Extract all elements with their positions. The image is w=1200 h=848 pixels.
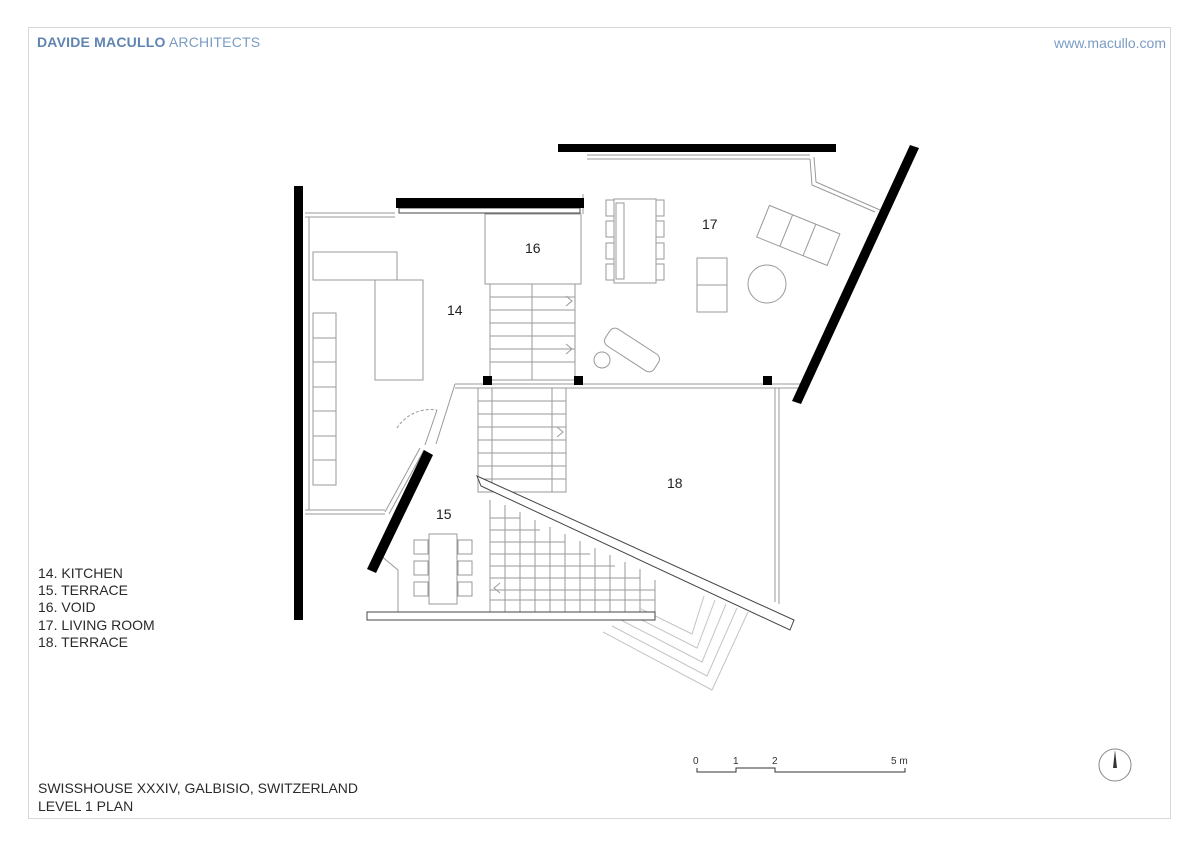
drawing-frame — [28, 27, 1171, 819]
scale-tick-2: 2 — [772, 756, 778, 767]
website-link[interactable]: www.macullo.com — [1053, 35, 1166, 51]
legend-item: 14. KITCHEN — [38, 565, 123, 581]
drawing-title: LEVEL 1 PLAN — [38, 797, 134, 814]
legend-item: 17. LIVING ROOM — [38, 616, 155, 633]
room-legend: 14. KITCHEN 15. TERRACE 16. VOID 17. LIV… — [38, 565, 155, 651]
scale-bar: 0 1 2 5 m — [693, 756, 908, 773]
diagonal-parapet — [476, 475, 795, 631]
drawing-caption: SWISSHOUSE XXXIV, GALBISIO, SWITZERLAND … — [38, 780, 358, 815]
room-label-14: 14 — [447, 302, 463, 318]
scale-tick-1: 1 — [733, 756, 739, 767]
firm-logo: DAVIDE MACULLO ARCHITECTS — [37, 34, 260, 50]
scale-tick-5: 5 m — [891, 756, 908, 767]
project-title: SWISSHOUSE XXXIV, GALBISIO, SWITZERLAND — [38, 780, 359, 796]
firm-name-light: ARCHITECTS — [168, 34, 261, 50]
thin-lines — [305, 154, 881, 613]
structural-walls — [294, 144, 919, 620]
room-label-16: 16 — [525, 240, 541, 256]
north-arrow-icon — [1098, 748, 1132, 782]
scale-tick-0: 0 — [693, 756, 699, 767]
north-parapets — [398, 207, 581, 214]
room-label-15: 15 — [436, 506, 452, 522]
legend-item: 15. TERRACE — [38, 582, 128, 599]
room-label-18: 18 — [667, 475, 683, 491]
room-label-17: 17 — [702, 216, 718, 232]
firm-name-bold: DAVIDE MACULLO — [37, 34, 166, 50]
landscape-steps — [602, 595, 749, 691]
legend-item: 18. TERRACE — [38, 633, 128, 650]
south-parapet — [366, 611, 656, 621]
legend-item: 16. VOID — [38, 599, 96, 616]
